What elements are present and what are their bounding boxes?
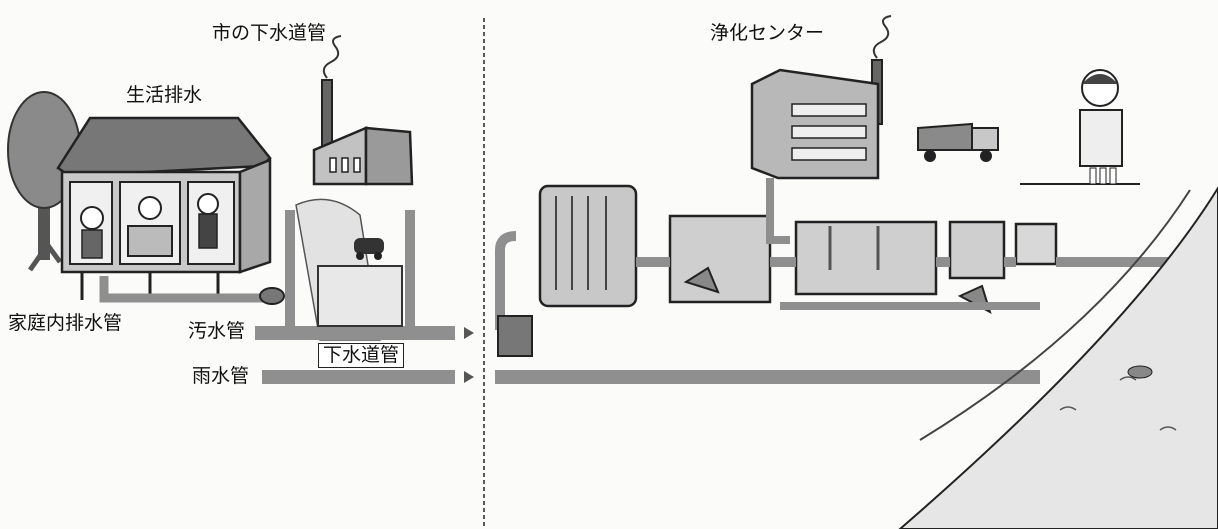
heading-purification-center: 浄化センター <box>710 22 825 44</box>
label-storm-pipe: 雨水管 <box>192 365 250 387</box>
label-sewer-pipe: 下水道管 <box>318 343 405 368</box>
factory-illustration <box>312 35 414 186</box>
river <box>898 186 1218 529</box>
heading-city-sewer: 市の下水道管 <box>212 22 327 44</box>
car-illustration <box>354 238 384 260</box>
household-drain-pipe-shape <box>99 276 275 303</box>
label-sewage-pipe: 汚水管 <box>188 320 246 342</box>
label-domestic-wastewater: 生活排水 <box>126 84 203 106</box>
house-illustration <box>56 116 272 300</box>
scientist-illustration <box>1020 69 1140 185</box>
purification-plant <box>495 184 1190 357</box>
flow-arrow-storm <box>464 371 474 383</box>
center-building <box>750 15 892 244</box>
truck-illustration <box>917 122 999 162</box>
label-household-drain-pipe: 家庭内排水管 <box>8 312 123 334</box>
flow-arrow-sewage <box>464 327 474 339</box>
